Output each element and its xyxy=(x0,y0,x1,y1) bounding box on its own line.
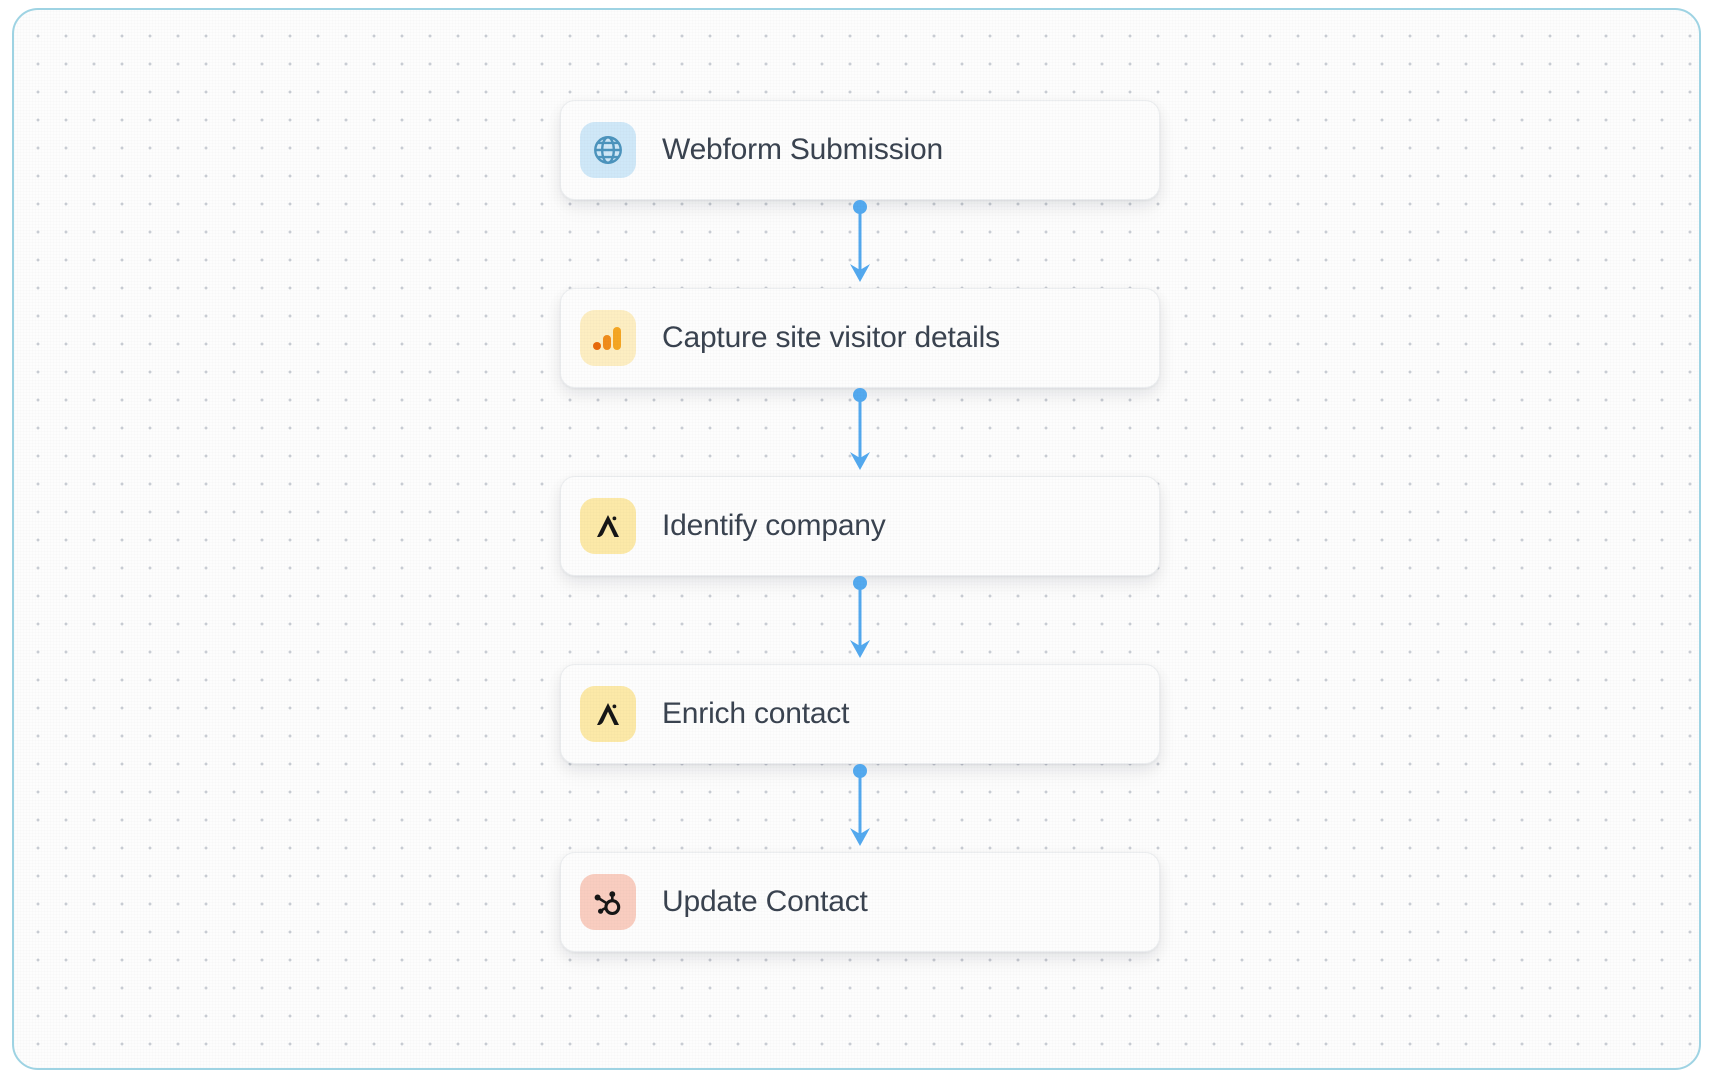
workflow-node-label: Identify company xyxy=(662,509,886,542)
flow-connector xyxy=(560,576,1160,664)
workflow-node-label: Enrich contact xyxy=(662,697,850,730)
bar-chart-analytics-icon xyxy=(580,310,636,366)
workflow-node-label: Capture site visitor details xyxy=(662,321,1000,354)
globe-icon xyxy=(580,122,636,178)
workflow-flow: Webform Submission Capture site visitor … xyxy=(560,100,1160,952)
flow-connector xyxy=(560,388,1160,476)
flow-connector xyxy=(560,764,1160,852)
workflow-node-label: Webform Submission xyxy=(662,133,943,166)
apollo-icon xyxy=(580,498,636,554)
workflow-node-enrich-contact[interactable]: Enrich contact xyxy=(560,664,1160,764)
workflow-node-capture-site-visitor-details[interactable]: Capture site visitor details xyxy=(560,288,1160,388)
workflow-canvas[interactable]: Webform Submission Capture site visitor … xyxy=(12,8,1701,1070)
hubspot-icon xyxy=(580,874,636,930)
workflow-node-label: Update Contact xyxy=(662,885,868,918)
flow-connector xyxy=(560,200,1160,288)
workflow-node-update-contact[interactable]: Update Contact xyxy=(560,852,1160,952)
apollo-icon xyxy=(580,686,636,742)
workflow-node-webform-submission[interactable]: Webform Submission xyxy=(560,100,1160,200)
workflow-node-identify-company[interactable]: Identify company xyxy=(560,476,1160,576)
